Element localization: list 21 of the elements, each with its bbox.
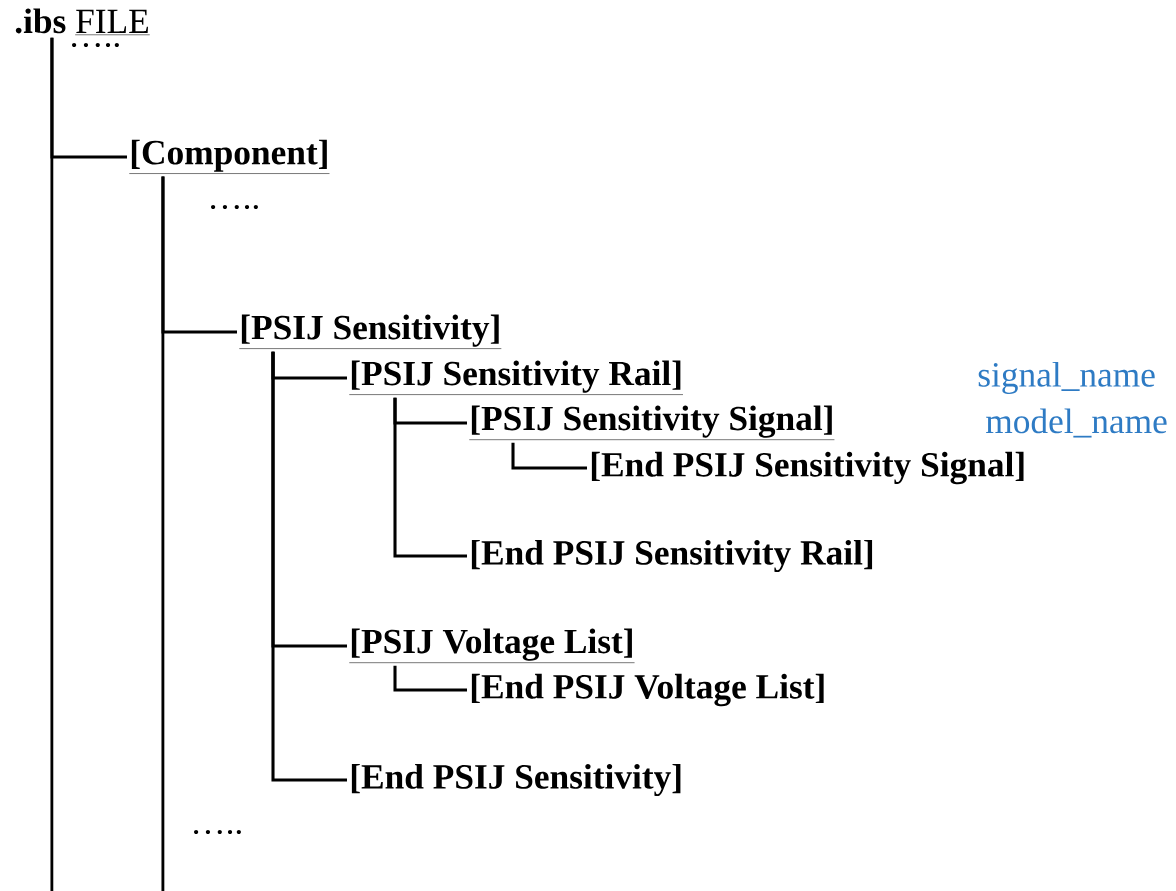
ellipsis-text: ….. [211, 204, 258, 210]
ellipsis-text: ….. [194, 829, 241, 835]
keyword-text: [End PSIJ Voltage List] [471, 673, 824, 707]
parameter-text: model_name [986, 408, 1167, 438]
tree-branch [393, 397, 467, 558]
file-heading: .ibs FILE [15, 8, 150, 36]
parameter-text: signal_name [978, 361, 1155, 395]
tree-branch [511, 442, 587, 470]
keyword-text: [End PSIJ Sensitivity] [351, 763, 681, 797]
keyword-text: [Component] [129, 139, 330, 174]
ellipsis-text: ….. [72, 42, 119, 48]
tree-branch [393, 665, 467, 692]
keyword-text: [End PSIJ Sensitivity Signal] [591, 451, 1024, 485]
keyword-text: [End PSIJ Sensitivity Rail] [471, 539, 873, 573]
keyword-text: [PSIJ Sensitivity Rail] [349, 360, 684, 395]
keyword-text: [PSIJ Sensitivity] [239, 314, 502, 349]
tree-branch [50, 37, 127, 159]
tree-branch [271, 351, 347, 782]
keyword-text: [PSIJ Voltage List] [349, 628, 635, 663]
tree-branch [161, 176, 237, 334]
keyword-text: [PSIJ Sensitivity Signal] [469, 405, 835, 440]
